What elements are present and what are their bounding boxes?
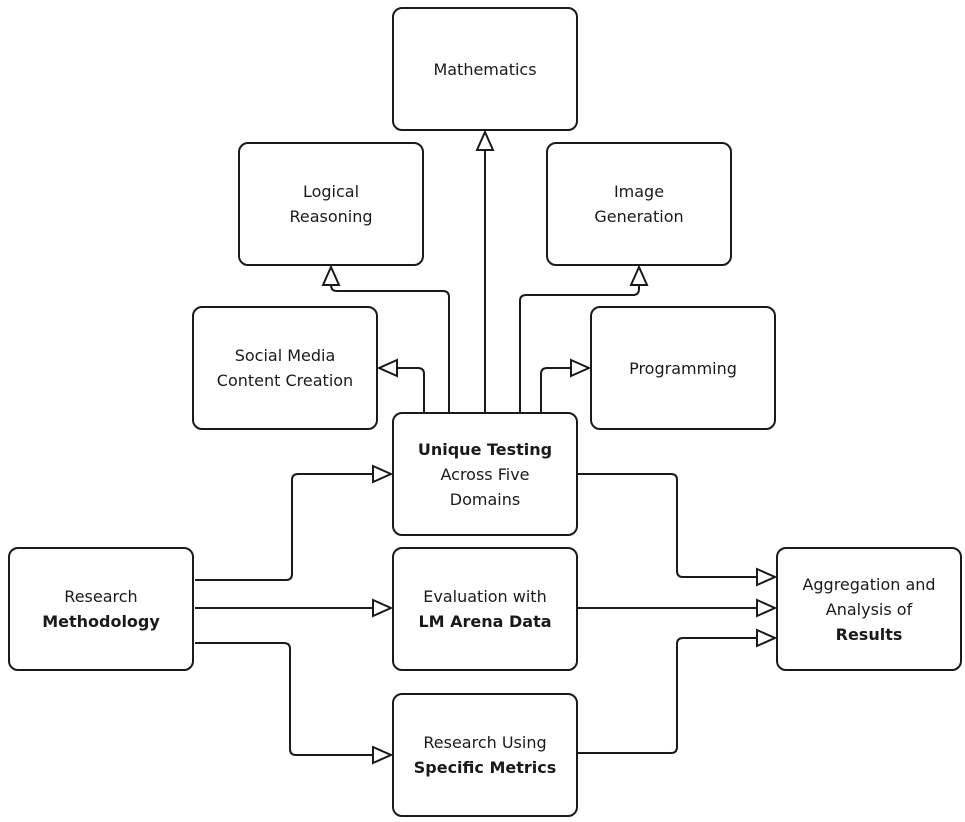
edge-unique-to-image-generation xyxy=(519,267,639,412)
node-aggregation-line1: Aggregation and xyxy=(802,574,936,594)
node-mathematics-line1: Mathematics xyxy=(433,59,537,79)
node-image-generation-line1: Image xyxy=(613,182,665,201)
edge-unique-to-aggregation xyxy=(578,473,775,577)
node-social-media-line1: Social Media xyxy=(234,346,336,365)
node-mathematics: Mathematics xyxy=(392,7,578,131)
node-unique-testing-line1: Unique Testing xyxy=(417,439,553,459)
node-image-generation: Image Generation xyxy=(546,142,732,266)
node-research-methodology: Research Methodology xyxy=(8,547,194,671)
node-aggregation-analysis: Aggregation and Analysis of Results xyxy=(776,547,962,671)
node-evaluation-line1: Evaluation with xyxy=(423,587,547,606)
edge-research-to-metrics xyxy=(195,642,391,755)
node-aggregation-line3: Results xyxy=(835,624,903,644)
node-evaluation-line2: LM Arena Data xyxy=(418,612,552,631)
node-image-generation-line2: Generation xyxy=(594,207,684,226)
node-unique-testing-line2: Across Five xyxy=(440,464,530,484)
edge-unique-to-logical-reasoning xyxy=(331,267,450,412)
edge-metrics-to-aggregation xyxy=(578,638,775,754)
node-social-media-content-creation: Social Media Content Creation xyxy=(192,306,378,430)
node-specific-metrics-line2: Specific Metrics xyxy=(413,758,557,777)
node-unique-testing: Unique Testing Across Five Domains xyxy=(392,412,578,536)
node-research-methodology-line1: Research xyxy=(64,587,138,606)
node-programming-line1: Programming xyxy=(629,358,737,378)
edge-unique-to-programming xyxy=(540,368,589,412)
node-evaluation-lm-arena: Evaluation with LM Arena Data xyxy=(392,547,578,671)
node-research-specific-metrics: Research Using Specific Metrics xyxy=(392,693,578,817)
edge-unique-to-social-media xyxy=(379,368,425,412)
node-specific-metrics-line1: Research Using xyxy=(423,733,547,752)
node-social-media-line2: Content Creation xyxy=(216,371,354,390)
node-logical-reasoning-line2: Reasoning xyxy=(289,207,373,226)
edge-research-to-unique xyxy=(195,474,391,581)
node-logical-reasoning: Logical Reasoning xyxy=(238,142,424,266)
node-unique-testing-line3: Domains xyxy=(449,489,521,509)
node-research-methodology-line2: Methodology xyxy=(42,612,160,631)
node-logical-reasoning-line1: Logical xyxy=(302,182,360,201)
node-programming: Programming xyxy=(590,306,776,430)
node-aggregation-line2: Analysis of xyxy=(825,599,913,619)
